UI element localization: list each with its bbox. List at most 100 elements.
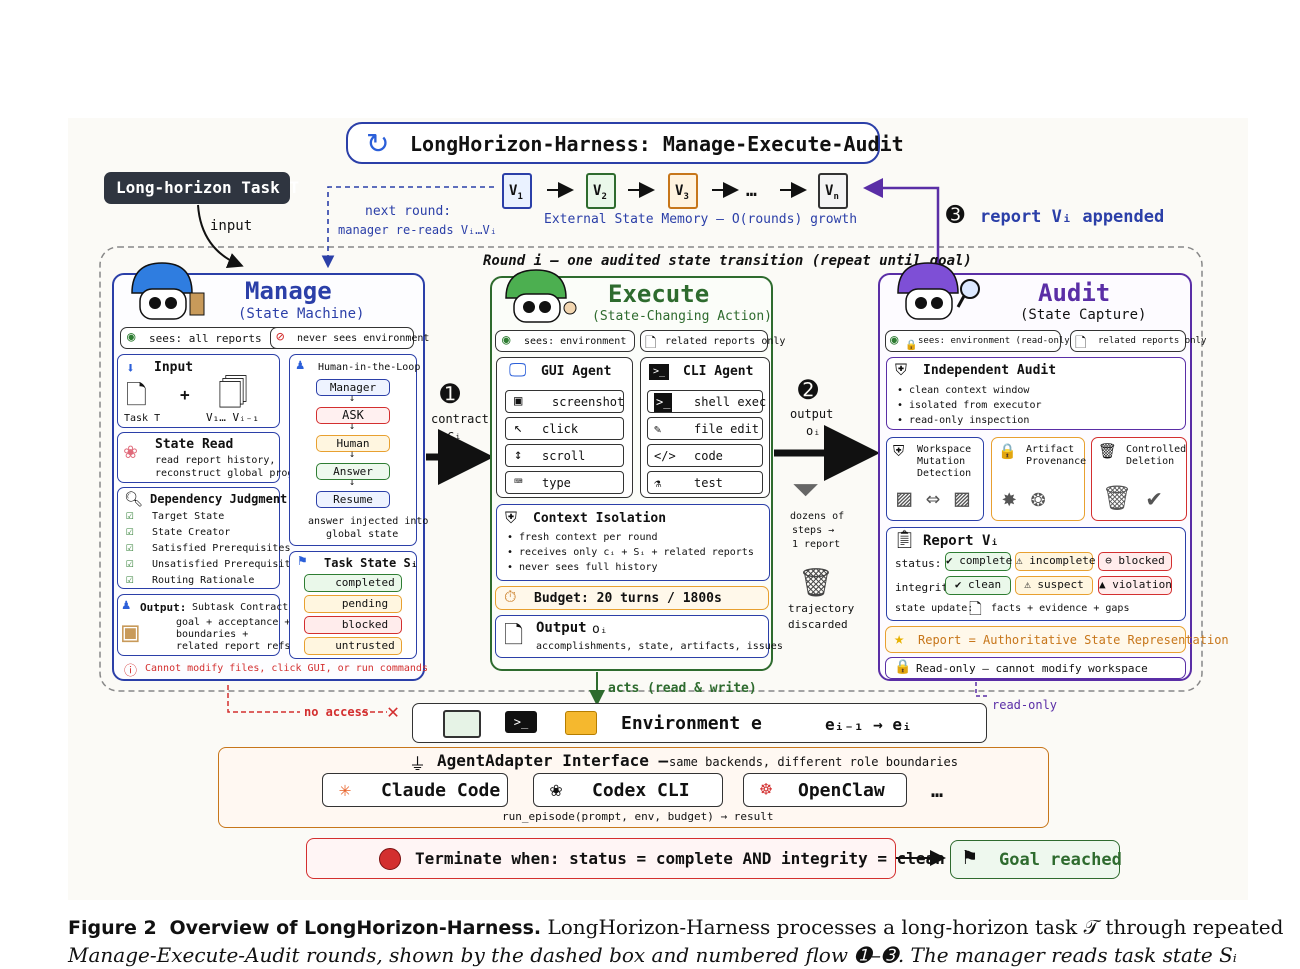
dependency-item: Target State bbox=[152, 511, 225, 522]
step-2-marker: ➋ bbox=[798, 376, 819, 404]
eye-lock-icon: ◉ bbox=[890, 332, 899, 348]
documents-icon: 🗍 bbox=[218, 376, 248, 411]
adapter-signature: run_episode(prompt, env, budget) → resul… bbox=[502, 810, 774, 823]
state-read-desc-2: reconstruct global progress bbox=[155, 468, 318, 479]
memory-ellipsis: … bbox=[746, 180, 757, 201]
task-state-title: Task State Sᵢ bbox=[324, 556, 418, 570]
manage-output-desc-3: related report refs bbox=[176, 641, 291, 652]
gui-action-label: type bbox=[542, 476, 571, 490]
authoritative-label: Report = Authoritative State Representat… bbox=[918, 633, 1229, 647]
monitor-icon: 🖵︎ bbox=[509, 360, 527, 381]
checkered-flag-icon: ⚑ bbox=[963, 845, 977, 870]
integrity-pill: ▲ violation bbox=[1098, 576, 1172, 595]
backend-icon: ✳ bbox=[339, 777, 352, 801]
context-isolation-item: • never sees full history bbox=[507, 562, 658, 573]
manager-robot-icon bbox=[120, 255, 210, 329]
independent-audit-item: • read-only inspection bbox=[897, 415, 1030, 426]
state-update-label: state update: bbox=[895, 603, 974, 614]
check-label: Mutation bbox=[917, 456, 966, 467]
cli-action-button: </>code bbox=[647, 444, 763, 467]
cli-agent-box: >_ CLI Agent >_shell exec✎file edit</>co… bbox=[640, 357, 770, 498]
hitl-note-2: global state bbox=[326, 529, 399, 540]
cli-action-button: ⚗test bbox=[647, 471, 763, 494]
check-label: Artifact bbox=[1026, 444, 1075, 455]
hitl-down-arrow: ↓ bbox=[349, 421, 356, 432]
hitl-title: Human-in-the-Loop bbox=[318, 362, 421, 373]
check-label: Detection bbox=[917, 468, 972, 479]
dependency-item: Unsatisfied Prerequisites bbox=[152, 559, 303, 570]
gui-action-icon: ⌨ bbox=[514, 474, 523, 490]
check-illustration: 🗑 ✔ bbox=[1102, 484, 1162, 512]
cli-action-button: ✎file edit bbox=[647, 417, 763, 440]
adapter-subtitle: same backends, different role boundaries bbox=[669, 755, 958, 769]
memory-version-label: V2 bbox=[593, 183, 607, 202]
check-label: Provenance bbox=[1026, 456, 1087, 467]
input-arrow-icon: ⬇ bbox=[126, 359, 136, 377]
execute-subtitle: (State-Changing Action) bbox=[592, 309, 773, 324]
memory-version-label: V3 bbox=[675, 183, 689, 202]
manage-never-sees-badge: ⊘ never sees environment bbox=[270, 327, 429, 349]
report-appended-arrow bbox=[863, 178, 940, 272]
caption-rest: LongHorizon-Harness processes a long-hor… bbox=[547, 915, 1284, 939]
warning-icon: ⓘ bbox=[124, 664, 138, 679]
state-read-desc-1: read report history, bbox=[155, 455, 276, 466]
state-update-value: facts + evidence + gaps bbox=[991, 603, 1130, 614]
lock-icon: 🔒 bbox=[894, 659, 912, 675]
page-title: LongHorizon-Harness: Manage-Execute-Audi… bbox=[410, 132, 904, 156]
gui-agent-box: 🖵︎ GUI Agent ▣screenshot↖click↕scroll⌨ty… bbox=[496, 357, 633, 498]
manage-input-box: Input ⬇ 🗋 + 🗍 Task T V₁… Vᵢ₋₁ bbox=[117, 354, 280, 428]
manage-never-sees-label: never sees environment bbox=[297, 333, 430, 344]
execute-output-box: 🗋 Output oᵢ accomplishments, state, arti… bbox=[495, 615, 783, 658]
checkbox-icon: ☑ bbox=[126, 508, 134, 523]
cli-action-icon: >_ bbox=[654, 393, 673, 412]
independent-audit-title: Independent Audit bbox=[923, 363, 1057, 378]
backend-codex-cli: ❀ Codex CLI bbox=[533, 773, 723, 807]
check-illustration: ▨ ⇔ ▨ bbox=[897, 484, 970, 512]
budget-label: Budget: 20 turns / 1800s bbox=[534, 591, 722, 606]
report-appended-label: report Vᵢ appended bbox=[980, 207, 1165, 227]
no-access-x-icon: ✕ bbox=[387, 699, 400, 723]
memory-version-doc: Vn bbox=[818, 173, 848, 209]
environment-title: Environment e bbox=[621, 713, 762, 734]
memory-version-label: V1 bbox=[509, 183, 523, 202]
round-dashed-box bbox=[99, 246, 1203, 692]
memory-version-doc: V2 bbox=[586, 173, 616, 209]
step-1-marker: ➊ bbox=[440, 380, 461, 408]
manage-sees-badge: ◉ sees: all reports bbox=[120, 327, 282, 349]
manage-output-desc-1: goal + acceptance + bbox=[176, 617, 291, 628]
authoritative-box: ★ Report = Authoritative State Represent… bbox=[885, 626, 1229, 653]
input-title: Input bbox=[154, 360, 194, 375]
audit-related-label: related reports only bbox=[1098, 336, 1207, 346]
gui-action-button: ↖click bbox=[505, 417, 624, 440]
memory-version-doc: V1 bbox=[502, 173, 532, 209]
check-illustration: ✸ ❂ bbox=[1002, 484, 1046, 512]
context-isolation-title: Context Isolation bbox=[533, 511, 667, 526]
terminal-icon: >_ bbox=[649, 364, 669, 380]
status-pill: ⚠ incomplete bbox=[1015, 552, 1095, 571]
report-icon: 🗋 bbox=[645, 335, 657, 351]
task-state: blocked bbox=[304, 616, 402, 634]
caption-line-2: Manage-Execute-Audit rounds, shown by th… bbox=[68, 943, 1237, 967]
magnifier-icon: 🔍︎ bbox=[124, 490, 144, 508]
brain-icon: ❀ bbox=[124, 439, 138, 464]
terminate-label: Terminate when: status = complete AND in… bbox=[415, 849, 945, 868]
human-icon: ♟ bbox=[296, 357, 305, 373]
backend-label: OpenClaw bbox=[798, 780, 885, 801]
check-icon: 🗑 bbox=[1098, 442, 1118, 460]
backend-icon: ❀ bbox=[550, 777, 563, 801]
step-3-marker: ➌ bbox=[946, 203, 965, 228]
backend-label: Codex CLI bbox=[592, 780, 690, 801]
acts-label: acts (read & write) bbox=[608, 681, 757, 696]
manage-sees-label: sees: all reports bbox=[149, 332, 262, 345]
cli-action-icon: ✎ bbox=[654, 422, 662, 436]
hitl-down-arrow: ↓ bbox=[349, 449, 356, 460]
report-icon: 🗋 bbox=[1075, 335, 1087, 351]
dozens-label-3: 1 report bbox=[792, 539, 841, 550]
auditor-robot-icon bbox=[886, 255, 986, 329]
read-only-arrow bbox=[975, 682, 990, 697]
check-icon: ⛨ bbox=[893, 442, 905, 460]
input-task-label: Task T bbox=[124, 413, 161, 424]
gui-action-label: scroll bbox=[542, 449, 586, 463]
